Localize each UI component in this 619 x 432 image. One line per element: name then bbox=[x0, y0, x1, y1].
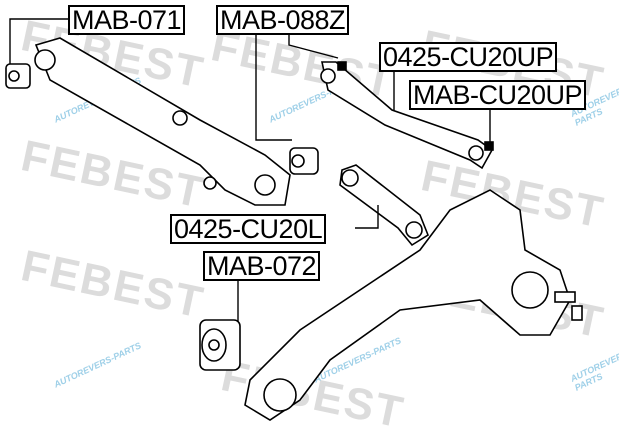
bushing-mab-071 bbox=[5, 63, 31, 89]
trailing-arm bbox=[244, 189, 571, 421]
upper-arm bbox=[321, 61, 494, 170]
part-label-mab-071: MAB-071 bbox=[68, 5, 186, 35]
bushing-mab-072 bbox=[199, 319, 241, 371]
part-label-0425-cu20up: 0425-CU20UP bbox=[379, 42, 558, 72]
part-label-mab-072: MAB-072 bbox=[203, 251, 321, 281]
leader-line bbox=[355, 205, 379, 229]
part-label-mab-088z: MAB-088Z bbox=[216, 5, 350, 35]
lower-link bbox=[339, 164, 429, 247]
part-label-mab-cu20up: MAB-CU20UP bbox=[409, 80, 587, 110]
leader-line bbox=[255, 33, 292, 141]
leader-line bbox=[288, 33, 339, 59]
part-label-0425-cu20l: 0425-CU20L bbox=[170, 214, 327, 244]
lower-arm-front bbox=[34, 37, 291, 206]
bushing-mab-088z bbox=[289, 147, 319, 175]
leader-line bbox=[9, 18, 68, 64]
